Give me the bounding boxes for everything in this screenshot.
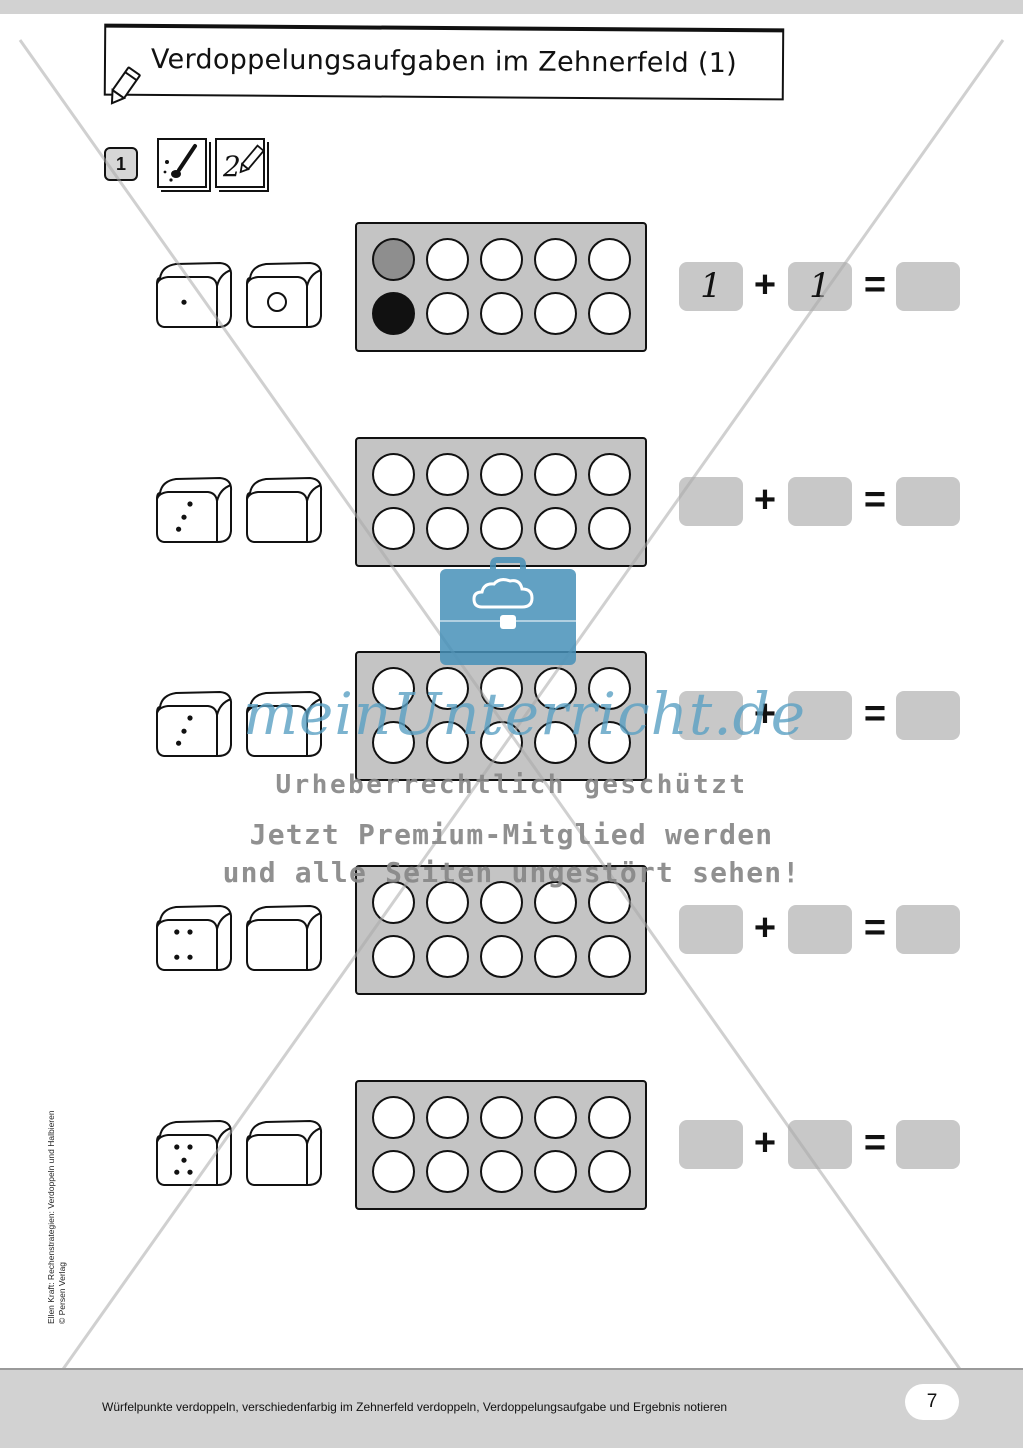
addend-1-box[interactable] bbox=[679, 1120, 743, 1169]
ten-frame-counter[interactable] bbox=[372, 1096, 415, 1139]
ten-frame-counter[interactable] bbox=[534, 935, 577, 978]
ten-frame-counter[interactable] bbox=[534, 1096, 577, 1139]
ten-frame-counter[interactable] bbox=[534, 238, 577, 281]
die-icon bbox=[246, 1119, 323, 1186]
result-box[interactable] bbox=[896, 262, 960, 311]
ten-frame-counter[interactable] bbox=[480, 453, 523, 496]
ten-frame-counter[interactable] bbox=[372, 507, 415, 550]
addend-1-box[interactable] bbox=[679, 905, 743, 954]
ten-frame-counter[interactable] bbox=[588, 507, 631, 550]
watermark-briefcase-icon bbox=[440, 557, 576, 665]
ten-frame-counter[interactable] bbox=[426, 238, 469, 281]
equals-sign: = bbox=[863, 693, 887, 735]
die-icon bbox=[156, 261, 233, 328]
ten-frame-counter[interactable] bbox=[534, 453, 577, 496]
watermark-line-2: Jetzt Premium-Mitglied werden bbox=[249, 818, 774, 851]
ten-frame-counter[interactable] bbox=[588, 1096, 631, 1139]
ten-frame-counter[interactable] bbox=[426, 935, 469, 978]
ten-frame bbox=[355, 1080, 647, 1210]
ten-frame-counter[interactable] bbox=[426, 292, 469, 335]
ten-frame-counter[interactable] bbox=[534, 507, 577, 550]
ten-frame-counter[interactable] bbox=[480, 238, 523, 281]
ten-frame-counter[interactable] bbox=[372, 935, 415, 978]
ten-frame bbox=[355, 222, 647, 352]
result-box[interactable] bbox=[896, 1120, 960, 1169]
watermark-line-3: und alle Seiten ungestört sehen! bbox=[222, 856, 801, 889]
ten-frame-counter[interactable] bbox=[426, 1096, 469, 1139]
ten-frame-counter[interactable] bbox=[480, 1096, 523, 1139]
page-title: Verdoppelungsaufgaben im Zehnerfeld (1) bbox=[150, 43, 738, 80]
equals-sign: = bbox=[863, 264, 887, 306]
result-box[interactable] bbox=[896, 477, 960, 526]
task-number: 1 bbox=[104, 147, 138, 181]
ten-frame-counter[interactable] bbox=[588, 238, 631, 281]
pencil-write-icon: 2 bbox=[215, 138, 269, 192]
ten-frame-counter[interactable] bbox=[534, 292, 577, 335]
die-icon bbox=[246, 476, 323, 543]
credit-author: Ellen Kraft: Rechenstrategien: Verdoppel… bbox=[46, 1110, 56, 1324]
die-icon bbox=[246, 261, 323, 328]
ten-frame-counter[interactable] bbox=[480, 1150, 523, 1193]
die-icon bbox=[156, 904, 233, 971]
die-icon bbox=[246, 904, 323, 971]
addend-2-box[interactable] bbox=[788, 1120, 852, 1169]
paint-brush-icon bbox=[157, 138, 211, 192]
watermark-line-1: Urheberrechtlich geschützt bbox=[275, 770, 748, 800]
ten-frame-counter[interactable] bbox=[372, 453, 415, 496]
addend-2-box[interactable] bbox=[788, 477, 852, 526]
result-box[interactable] bbox=[896, 691, 960, 740]
ten-frame-counter[interactable] bbox=[372, 1150, 415, 1193]
equals-sign: = bbox=[863, 907, 887, 949]
ten-frame-counter[interactable] bbox=[480, 507, 523, 550]
ten-frame-counter[interactable] bbox=[588, 453, 631, 496]
ten-frame-counter[interactable] bbox=[426, 507, 469, 550]
addend-2-box[interactable] bbox=[788, 905, 852, 954]
credit-publisher: © Persen Verlag bbox=[57, 1261, 67, 1324]
die-icon bbox=[156, 476, 233, 543]
footer-instructions: Würfelpunkte verdoppeln, verschiedenfarb… bbox=[102, 1400, 728, 1414]
plus-sign: + bbox=[753, 264, 777, 306]
exercise-row: += bbox=[0, 437, 1023, 567]
equals-sign: = bbox=[863, 1122, 887, 1164]
ten-frame-counter[interactable] bbox=[426, 453, 469, 496]
exercise-row: 1+1= bbox=[0, 222, 1023, 352]
side-credit: Ellen Kraft: Rechenstrategien: Verdoppel… bbox=[46, 1110, 68, 1324]
plus-sign: + bbox=[753, 1122, 777, 1164]
ten-frame-counter[interactable] bbox=[480, 935, 523, 978]
ten-frame-counter[interactable] bbox=[534, 1150, 577, 1193]
die-icon bbox=[156, 1119, 233, 1186]
equals-sign: = bbox=[863, 479, 887, 521]
svg-text:2: 2 bbox=[222, 150, 241, 183]
ten-frame-counter-filled[interactable] bbox=[372, 238, 415, 281]
ten-frame-counter[interactable] bbox=[588, 1150, 631, 1193]
result-box[interactable] bbox=[896, 905, 960, 954]
footer-band: Würfelpunkte verdoppeln, verschiedenfarb… bbox=[0, 1368, 1023, 1448]
addend-1-box[interactable]: 1 bbox=[679, 262, 743, 311]
plus-sign: + bbox=[753, 479, 777, 521]
addend-2-box[interactable]: 1 bbox=[788, 262, 852, 311]
ten-frame-counter[interactable] bbox=[588, 292, 631, 335]
page-number: 7 bbox=[905, 1384, 959, 1420]
ten-frame-counter[interactable] bbox=[480, 292, 523, 335]
ten-frame-counter[interactable] bbox=[426, 1150, 469, 1193]
ten-frame-counter-filled[interactable] bbox=[372, 292, 415, 335]
pencil-icon bbox=[110, 66, 141, 105]
plus-sign: + bbox=[753, 907, 777, 949]
top-band bbox=[0, 0, 1023, 14]
addend-1-box[interactable] bbox=[679, 477, 743, 526]
ten-frame bbox=[355, 437, 647, 567]
ten-frame-counter[interactable] bbox=[588, 935, 631, 978]
die-icon bbox=[156, 690, 233, 757]
exercise-row: += bbox=[0, 1080, 1023, 1210]
watermark-logo: meinUnterricht.de bbox=[243, 680, 807, 748]
title-box: Verdoppelungsaufgaben im Zehnerfeld (1) bbox=[103, 23, 785, 101]
